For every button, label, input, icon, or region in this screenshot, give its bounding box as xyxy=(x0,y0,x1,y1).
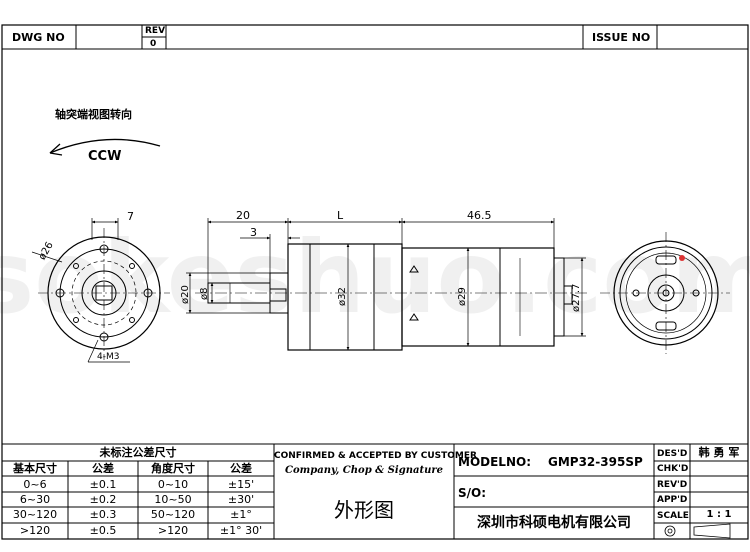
model-label: MODELNO: xyxy=(458,455,531,469)
so-label: S/O: xyxy=(458,486,487,500)
dim-body-length: L xyxy=(337,209,344,222)
table-cell: ±15' xyxy=(227,478,255,491)
output-end-dims xyxy=(31,218,130,363)
side-view-dims xyxy=(186,218,586,351)
table-cell: 50~120 xyxy=(150,508,196,521)
tol-header-tol2: 公差 xyxy=(230,462,252,475)
tol-header-angle: 角度尺寸 xyxy=(151,462,195,475)
dim-flat-length: 3 xyxy=(250,226,257,239)
tol-header-tol1: 公差 xyxy=(92,462,114,475)
scale-value: 1 : 1 xyxy=(706,509,732,520)
tolerance-table-title: 未标注公差尺寸 xyxy=(99,446,177,459)
projection-symbol xyxy=(664,523,731,539)
dim-mount-holes: 4-M3 xyxy=(97,352,120,362)
rev-d-label: REV'D xyxy=(657,480,688,490)
chk-label: CHK'D xyxy=(657,464,689,474)
table-cell: 30~120 xyxy=(12,508,58,521)
drawing-title: 外形图 xyxy=(334,498,394,522)
dim-motor-length: 46.5 xyxy=(467,209,492,222)
issue-no-label: ISSUE NO xyxy=(592,31,651,44)
dim-pilot-dia: ø20 xyxy=(180,285,191,304)
table-cell: 10~50 xyxy=(154,493,192,506)
app-label: APP'D xyxy=(657,495,688,505)
watermark-text: sokeshuo.com xyxy=(0,219,750,336)
table-cell: ±0.1 xyxy=(89,478,117,491)
rotation-note: 轴突端视图转向 xyxy=(55,108,132,121)
des-value: 韩 勇 军 xyxy=(698,446,740,459)
table-cell: ±0.2 xyxy=(89,493,117,506)
dim-shaft-length: 20 xyxy=(236,209,250,222)
table-cell: 0~6 xyxy=(23,478,47,491)
positive-terminal-mark xyxy=(679,255,685,261)
table-cell: ±1° xyxy=(230,508,252,521)
dim-flange-depth: 7 xyxy=(127,210,134,223)
rev-value: 0 xyxy=(150,39,157,49)
table-cell: 6~30 xyxy=(19,493,51,506)
side-view xyxy=(195,243,590,351)
dim-gearbox-dia: ø32 xyxy=(337,287,348,306)
dim-shaft-dia: ø8 xyxy=(199,287,210,300)
confirmed-label: CONFIRMED & ACCEPTED BY CUSTOMER xyxy=(274,451,477,461)
table-cell: ±0.3 xyxy=(89,508,117,521)
table-cell: ±30' xyxy=(227,493,255,506)
table-cell: >120 xyxy=(157,524,189,537)
rotation-arrow xyxy=(49,138,161,156)
rev-label: REV xyxy=(145,26,166,36)
motor-end-view xyxy=(600,232,730,354)
rotation-direction: CCW xyxy=(88,149,122,164)
des-label: DES'D xyxy=(657,449,688,459)
table-cell: >120 xyxy=(19,524,51,537)
signature-label: Company, Chop & Signature xyxy=(285,465,443,476)
title-block-frame xyxy=(1,443,749,540)
dim-end-cap-dia: ø27.7 xyxy=(571,283,582,312)
table-cell: ±1° 30' xyxy=(219,524,263,537)
scale-label: SCALE xyxy=(657,511,689,521)
output-end-view xyxy=(38,228,170,360)
header-frame xyxy=(1,24,749,50)
model-value: GMP32-395SP xyxy=(548,455,643,469)
company-name: 深圳市科硕电机有限公司 xyxy=(477,515,631,531)
table-cell: 0~10 xyxy=(157,478,189,491)
tol-header-basic: 基本尺寸 xyxy=(13,462,57,475)
table-cell: ±0.5 xyxy=(89,524,117,537)
dwg-no-label: DWG NO xyxy=(12,31,65,44)
dim-motor-dia: ø29 xyxy=(457,287,468,306)
